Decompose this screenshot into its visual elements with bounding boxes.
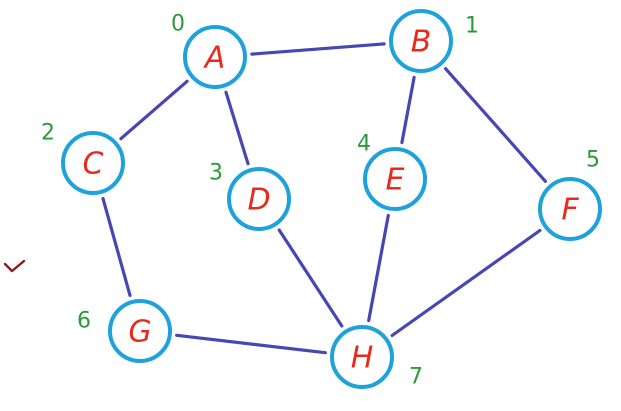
node-circle	[183, 25, 247, 89]
edge-a-d	[224, 90, 250, 166]
node-e: E	[363, 147, 427, 211]
node-h: H	[330, 325, 394, 389]
edge-b-e	[400, 75, 416, 145]
edge-g-h	[175, 333, 327, 355]
node-index-a: 0	[171, 12, 185, 37]
node-g: G	[108, 299, 172, 363]
node-label: D	[247, 183, 270, 218]
edges-layer	[101, 42, 548, 355]
node-index-g: 6	[77, 309, 91, 334]
edge-c-g	[101, 197, 132, 297]
edge-b-f	[444, 67, 548, 183]
edge-d-h	[277, 228, 344, 328]
indices-layer: 0 1 2 3 4 5 6 7	[41, 12, 600, 390]
node-index-f: 5	[586, 148, 600, 173]
check-mark-icon	[3, 259, 26, 273]
node-circle	[363, 147, 427, 211]
node-label: F	[561, 193, 579, 228]
node-circle	[330, 325, 394, 389]
edge-a-b	[250, 42, 386, 56]
node-a: A	[183, 25, 247, 89]
edge-f-h	[390, 228, 542, 338]
node-f: F	[538, 177, 602, 241]
node-index-h: 7	[409, 365, 423, 390]
node-circle	[108, 299, 172, 363]
node-index-b: 1	[465, 14, 479, 39]
node-label: H	[351, 341, 374, 376]
node-index-c: 2	[41, 121, 55, 146]
node-circle	[227, 167, 291, 231]
node-index-d: 3	[209, 161, 223, 186]
node-d: D	[227, 167, 291, 231]
edge-a-c	[119, 79, 189, 141]
node-c: C	[61, 131, 125, 195]
node-label: G	[128, 315, 151, 350]
node-circle	[389, 9, 453, 73]
node-label: C	[83, 147, 104, 182]
node-b: B	[389, 9, 453, 73]
node-label: A	[203, 41, 226, 76]
node-circle	[61, 131, 125, 195]
node-index-e: 4	[357, 132, 371, 157]
nodes-layer: A B C D E F G H	[61, 9, 602, 389]
edge-e-h	[367, 213, 390, 323]
node-circle	[538, 177, 602, 241]
node-label: E	[386, 163, 405, 198]
node-label: B	[411, 25, 432, 60]
